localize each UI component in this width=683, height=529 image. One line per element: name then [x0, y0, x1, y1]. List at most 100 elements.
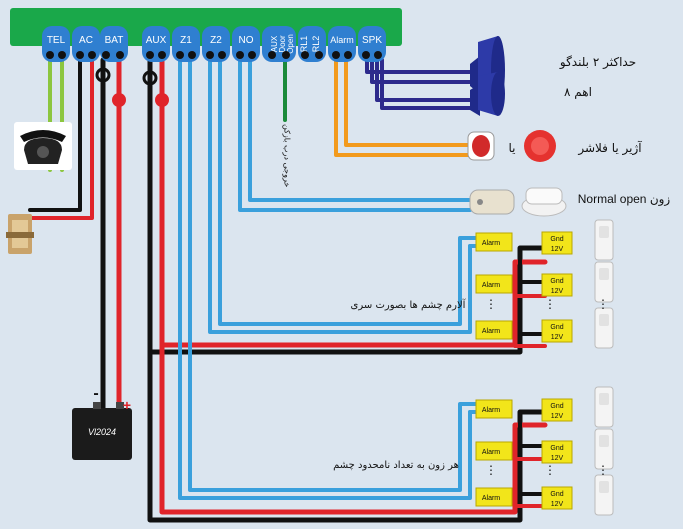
v12-label: 12V: [551, 288, 564, 295]
continuation-dots: ⋮: [597, 297, 609, 311]
terminal-label-tel: TEL: [47, 35, 66, 46]
continuation-dots: ⋮: [485, 463, 497, 477]
relay-alarm-label: Alarm: [482, 407, 500, 414]
v12-label: 12V: [551, 246, 564, 253]
no-wire-b: [248, 58, 472, 202]
smoke-detector-icon: [521, 187, 567, 217]
relay-block: [475, 274, 513, 294]
ac-wire-red: [28, 48, 94, 220]
alarm-wire-b: [344, 58, 472, 147]
bat-connectors: [95, 67, 169, 107]
relay-alarm-label: Alarm: [482, 240, 500, 247]
terminal-label-door: Door: [278, 35, 287, 53]
terminal-ac: AC: [72, 26, 100, 62]
motion-detector-lens: [599, 435, 609, 447]
z1-wire-a: [178, 58, 480, 500]
speaker-icon-2: [470, 72, 505, 116]
continuation-dots: ⋮: [485, 297, 497, 311]
no-wire-a: [238, 58, 472, 212]
continuation-dots: ⋮: [597, 463, 609, 477]
relay-block: [475, 487, 513, 507]
unlimited-sensors-label: هر زون به تعداد نامحدود چشم: [333, 460, 459, 471]
terminal-label-aux-small: AUX: [270, 35, 279, 52]
relay-block: [475, 399, 513, 419]
gnd-label: Gnd: [550, 278, 563, 285]
continuation-dots: ⋮: [544, 297, 556, 311]
z1-wire-b: [188, 58, 480, 492]
series-sensors-label: آلارم چشم ها بصورت سری: [351, 298, 467, 311]
door-contact-icon: [469, 189, 515, 215]
spk-wire-3: [375, 58, 472, 102]
terminal-label-bat: BAT: [105, 35, 124, 46]
flasher-icon: [524, 130, 556, 162]
aux-pos-dot: [155, 93, 169, 107]
terminal-label-no: NO: [239, 35, 254, 46]
v12-branches-top: [513, 260, 547, 348]
terminal-label-spk: SPK: [362, 35, 382, 46]
aux-neg-ring: [142, 70, 158, 86]
terminal-no: NO: [232, 26, 260, 62]
terminal-label-rl1: RL1: [299, 36, 309, 53]
relay-alarm-label: Alarm: [482, 449, 500, 456]
ac-wire-black: [28, 48, 82, 212]
motion-detector-lens: [599, 314, 609, 326]
terminal-aux: AUX: [142, 26, 170, 62]
gnd-label: Gnd: [550, 324, 563, 331]
v12-label: 12V: [551, 501, 564, 508]
battery-icon: Vl2024: [72, 402, 132, 460]
terminal-label-rl2: RL2: [311, 36, 321, 53]
gnd-branches-top: [518, 246, 547, 336]
relay-block: [475, 441, 513, 461]
terminal-bat: BAT: [100, 26, 128, 62]
relay-block: [475, 320, 513, 340]
v12-branches-bottom: [513, 423, 547, 508]
relay-alarm-label: Alarm: [482, 495, 500, 502]
relay-alarm-label: Alarm: [482, 282, 500, 289]
terminal-alarm: Alarm: [328, 26, 356, 62]
door-output-label: خروجی درب بازکن: [283, 124, 292, 187]
spk-wire-1: [365, 58, 472, 74]
gnd-label: Gnd: [550, 445, 563, 452]
terminal-tel: TEL: [42, 26, 70, 62]
power-block: [541, 231, 573, 255]
siren-or-flasher-label: آژیر یا فلاشر: [577, 140, 642, 156]
alarm-wire-a: [334, 58, 472, 157]
terminal-label-open: Open: [286, 34, 295, 54]
spk-wire-2: [370, 58, 472, 84]
speakers-ohm-label: ۸ اهم: [564, 85, 592, 99]
aux-12v-wire-2: [159, 342, 548, 515]
gnd-branches-bottom: [518, 410, 547, 496]
wires: [28, 48, 548, 523]
motion-detector-lens: [599, 393, 609, 405]
terminal-spk: SPK: [358, 26, 386, 62]
power-block: [541, 319, 573, 343]
power-block: [541, 398, 573, 422]
terminal-z1: Z1: [172, 26, 200, 62]
terminal-blocks: TEL AC BAT AUX Z1 Z2: [42, 26, 386, 62]
sensor-groups: AlarmGnd12VAlarmGnd12VAlarmGnd12VAlarmGn…: [475, 219, 614, 516]
z2-wire-a: [208, 58, 480, 334]
battery-minus: -: [93, 385, 98, 402]
v12-label: 12V: [551, 334, 564, 341]
motion-detector-lens: [599, 268, 609, 280]
terminal-label-z2: Z2: [210, 35, 222, 46]
relay-block: [475, 232, 513, 252]
bat-neg-ring: [95, 67, 111, 83]
aux-gnd-wire-1: [147, 57, 548, 355]
motion-detector-lens: [599, 226, 609, 238]
power-block: [541, 440, 573, 464]
or-label: یا: [509, 141, 516, 155]
terminal-aux-door-open: AUX Door Open: [262, 26, 296, 62]
continuation-dots: ⋮: [544, 463, 556, 477]
gnd-label: Gnd: [550, 403, 563, 410]
speakers-max-label: حداکثر ۲ بلندگو: [559, 55, 636, 70]
battery-plus: +: [123, 397, 131, 413]
terminal-rl: RL1 RL2: [298, 26, 326, 62]
terminal-label-aux: AUX: [146, 35, 167, 46]
terminal-label-alarm: Alarm: [330, 35, 354, 45]
telephone-icon: [14, 122, 72, 170]
gnd-label: Gnd: [550, 236, 563, 243]
siren-icon: [467, 131, 495, 161]
battery-model: Vl2024: [88, 427, 116, 437]
